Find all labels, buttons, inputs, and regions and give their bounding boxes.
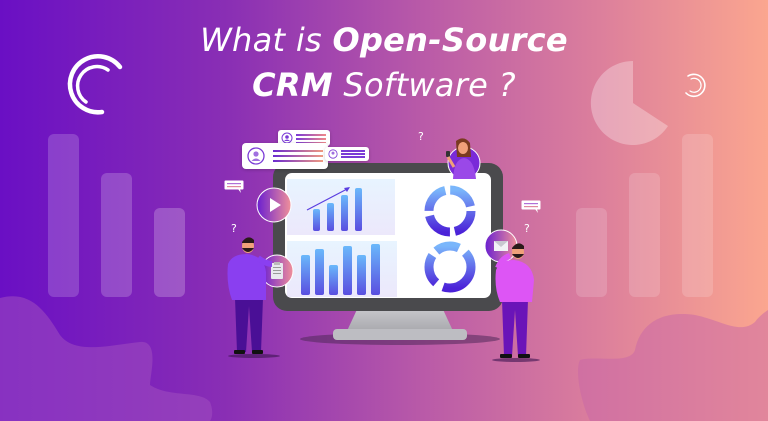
question-mark: ? [418, 130, 424, 143]
background-bar-6 [682, 134, 713, 297]
man-left-figure [227, 237, 280, 358]
monitor-screen [285, 173, 491, 298]
title-light-1: What is [200, 21, 333, 59]
clipboard-icon [260, 254, 294, 288]
avatar [446, 138, 481, 180]
background-bar-4 [576, 208, 607, 297]
bar-chart [301, 244, 380, 295]
background-bar-3 [154, 208, 185, 297]
donut-chart-bottom [424, 241, 476, 293]
title-bold-2: CRM [252, 66, 333, 104]
background-bar-1 [48, 134, 79, 297]
user-icon [328, 149, 338, 159]
user-icon [247, 147, 265, 165]
chat-icon [224, 180, 244, 193]
growth-bar-chart [306, 187, 362, 231]
page-title: What is Open-Source CRM Software ? [0, 18, 768, 108]
background-bar-5 [629, 173, 660, 297]
play-icon [256, 187, 292, 223]
background-bar-2 [101, 173, 132, 297]
contact-card-top [278, 130, 330, 146]
chat-icon [521, 200, 541, 213]
question-mark: ? [231, 222, 237, 235]
question-mark: ? [524, 222, 530, 235]
donut-chart-top [424, 185, 476, 237]
background-blob-left [0, 296, 213, 421]
small-ring-icon [685, 73, 706, 98]
contact-card-right [325, 147, 369, 161]
man-right-figure [492, 243, 540, 362]
loading-ring-icon [67, 54, 123, 115]
pie-chart-decor-icon [590, 60, 668, 145]
contact-card-main [242, 143, 328, 169]
background-blob-right [578, 310, 768, 421]
title-bold-1: Open-Source [332, 21, 568, 59]
title-light-2: Software ? [332, 66, 516, 104]
